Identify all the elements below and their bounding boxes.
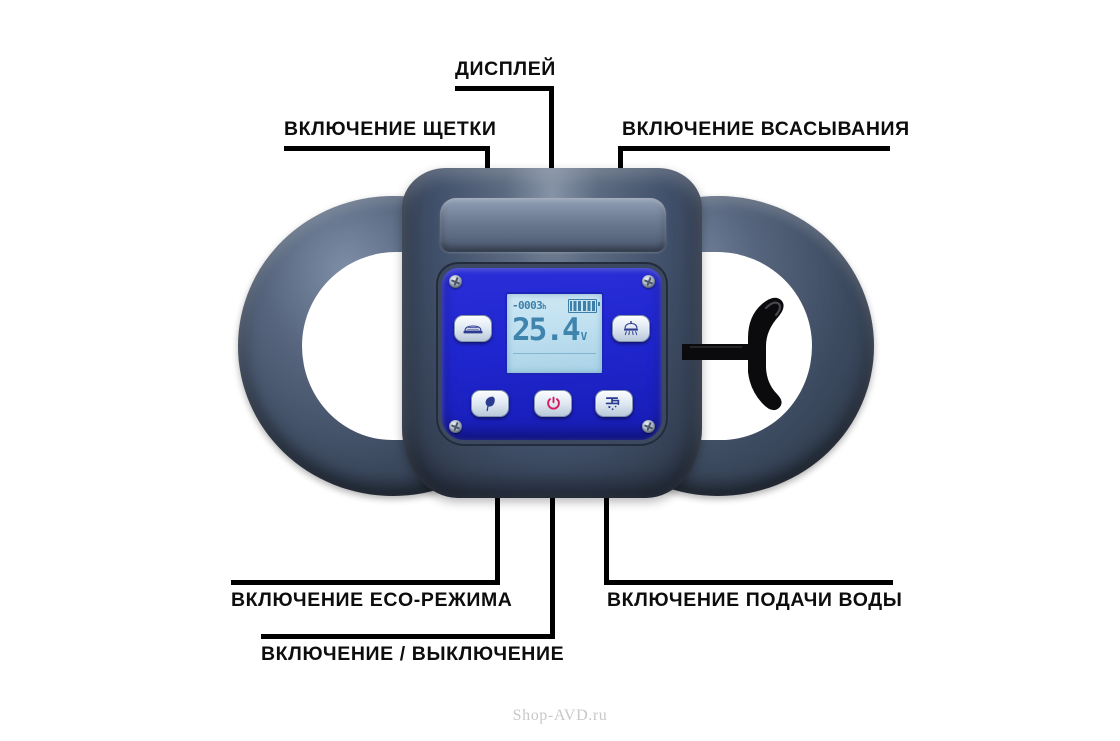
control-handle-assembly: -0003h 25.4 V <box>232 168 880 520</box>
eco-leaf-icon <box>483 395 497 412</box>
power-icon <box>546 396 561 411</box>
leader-underline-display <box>455 86 554 91</box>
site-watermark: Shop-AVD.ru <box>512 707 608 724</box>
throttle-lever[interactable] <box>682 286 794 422</box>
screw-top-left-icon <box>449 275 462 288</box>
leader-underline-brush <box>284 146 490 151</box>
leader-line-power <box>550 405 555 635</box>
console-top-trim <box>440 198 666 252</box>
battery-full-icon <box>568 298 600 313</box>
screw-top-right-icon <box>642 275 655 288</box>
callout-label-suction: ВКЛЮЧЕНИЕ ВСАСЫВАНИЯ <box>622 118 910 140</box>
leader-underline-power <box>261 634 555 639</box>
screw-bottom-left-icon <box>449 420 462 433</box>
lcd-hours-unit: h <box>542 303 546 311</box>
brush-head-icon <box>462 323 484 335</box>
lcd-voltage-value: 25.4 <box>512 312 581 348</box>
console-housing: -0003h 25.4 V <box>402 168 702 498</box>
callout-label-water: ВКЛЮЧЕНИЕ ПОДАЧИ ВОДЫ <box>607 589 903 611</box>
lcd-divider <box>513 353 596 354</box>
suction-fan-icon <box>621 321 641 336</box>
callout-label-eco: ВКЛЮЧЕНИЕ ECO-РЕЖИМА <box>231 589 513 611</box>
lcd-hourmeter: -0003h <box>512 299 546 312</box>
suction-button[interactable] <box>612 315 650 342</box>
lcd-screen: -0003h 25.4 V <box>505 292 604 375</box>
faucet-icon <box>604 396 624 412</box>
lcd-voltage-row: 25.4 V <box>512 312 598 346</box>
lcd-status-row: -0003h <box>512 298 600 313</box>
callout-label-display: ДИСПЛЕЙ <box>455 58 556 80</box>
brush-button[interactable] <box>454 315 492 342</box>
leader-underline-eco <box>231 580 500 585</box>
eco-button[interactable] <box>471 390 509 417</box>
lcd-voltage-unit: V <box>580 330 588 343</box>
leader-underline-suction <box>618 146 890 151</box>
blue-control-faceplate: -0003h 25.4 V <box>442 268 662 440</box>
power-button[interactable] <box>534 390 572 417</box>
callout-label-power: ВКЛЮЧЕНИЕ / ВЫКЛЮЧЕНИЕ <box>261 643 565 665</box>
callout-label-brush: ВКЛЮЧЕНИЕ ЩЕТКИ <box>284 118 497 140</box>
leader-underline-water <box>604 580 893 585</box>
water-button[interactable] <box>595 390 633 417</box>
screw-bottom-right-icon <box>642 420 655 433</box>
lcd-hours-value: -0003 <box>512 299 543 312</box>
